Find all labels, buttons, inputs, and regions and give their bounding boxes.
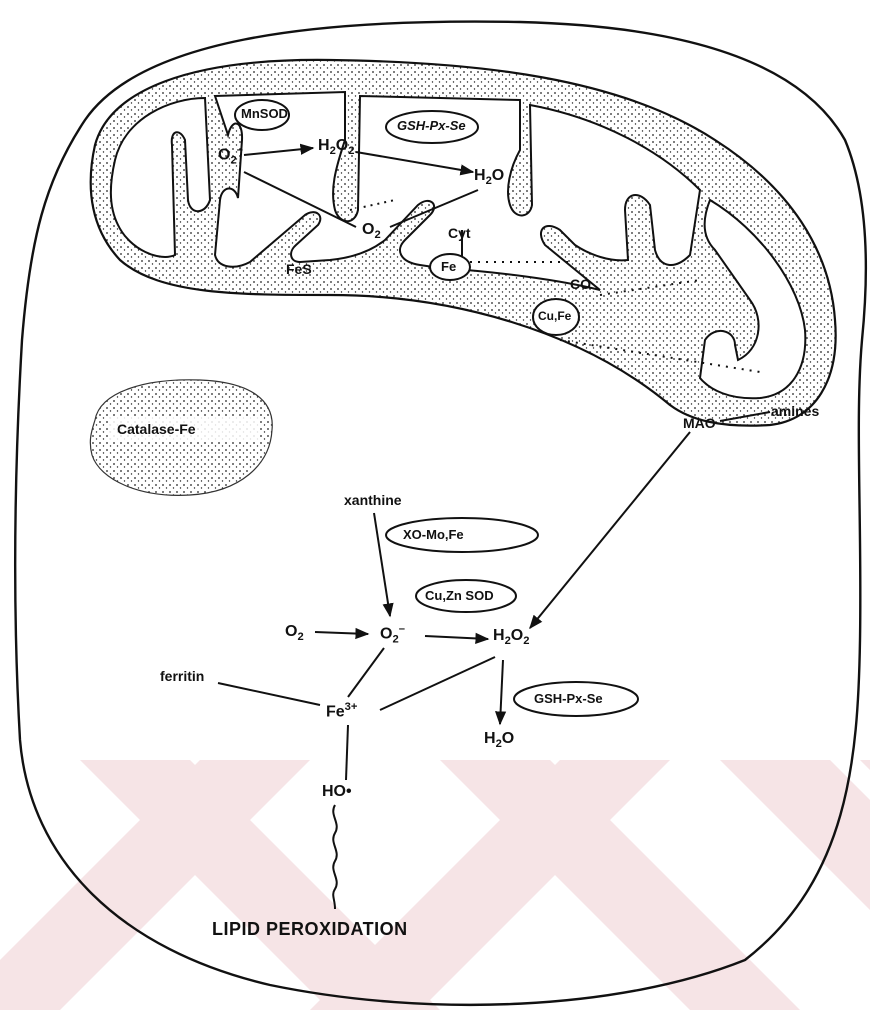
cuzn-sod-label: Cu,Zn SOD — [425, 589, 494, 602]
watermark — [0, 760, 870, 1010]
cufe-label: Cu,Fe — [538, 310, 571, 322]
arrow-o2super-h2o2 — [425, 636, 488, 639]
gsh-px-se-label: GSH-Px-Se — [534, 692, 603, 705]
arrow-xanthine-o2 — [374, 513, 390, 616]
cyt-label: Cyt — [448, 226, 471, 240]
mao-label: MAO — [683, 416, 716, 430]
o2-inner-mito-label: O2 — [362, 222, 381, 241]
arrow-o2-o2super — [315, 632, 368, 634]
arrow-h2o2-h2o — [500, 660, 503, 724]
fe3-label: Fe3+ — [326, 702, 357, 720]
catalase-label: Catalase-Fe — [117, 422, 196, 436]
line-fe-ho — [346, 725, 348, 780]
line-h2o2-fe — [380, 657, 495, 710]
lipid-peroxidation-label: LIPID PEROXIDATION — [212, 920, 408, 938]
superoxide-mito-label: O2– — [218, 145, 243, 167]
line-ferritin-fe — [218, 683, 320, 705]
gsh-px-se-mito-label: GSH-Px-Se — [397, 119, 466, 132]
h2o-mito-label: H2O — [474, 168, 504, 187]
arrow-mao-h2o2 — [530, 432, 690, 628]
xanthine-label: xanthine — [344, 493, 402, 507]
fe-mito-label: Fe — [441, 260, 456, 273]
superoxide-cytosol-label: O2– — [380, 624, 405, 646]
mnsod-label: MnSOD — [241, 107, 288, 120]
line-o2super-fe — [348, 648, 384, 697]
h2o-cytosol-label: H2O — [484, 731, 514, 750]
h2o2-cytosol-label: H2O2 — [493, 628, 529, 647]
fes-label: FeS — [286, 262, 312, 276]
ferritin-label: ferritin — [160, 669, 204, 683]
amines-label: amines — [771, 404, 819, 418]
h2o2-mito-label: H2O2 — [318, 138, 354, 157]
co-label: CO — [570, 277, 591, 291]
wavy-ho-lipid — [333, 805, 337, 909]
ho-radical-label: HO• — [322, 784, 352, 800]
xo-label: XO-Mo,Fe — [403, 528, 464, 541]
o2-cytosol-label: O2 — [285, 624, 304, 643]
